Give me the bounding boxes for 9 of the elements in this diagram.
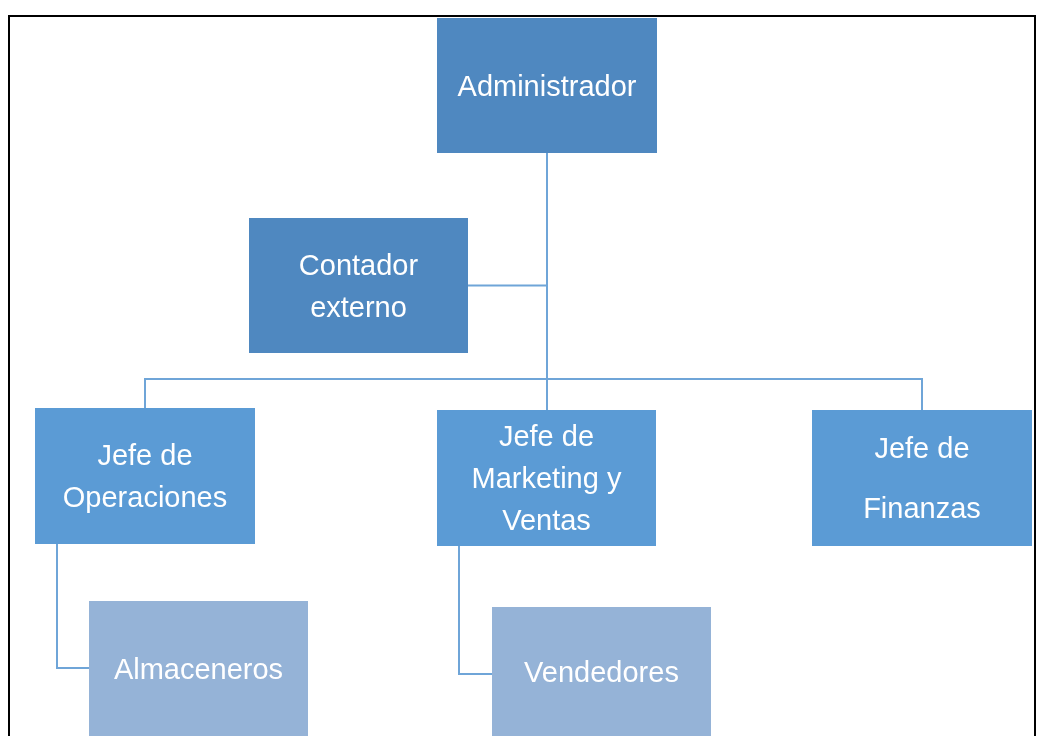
connector-line bbox=[56, 543, 90, 669]
org-box: Vendedores bbox=[492, 607, 711, 736]
org-box: Administrador bbox=[437, 18, 657, 153]
connector-line bbox=[458, 545, 493, 675]
org-box: Almaceneros bbox=[89, 601, 308, 736]
org-box: Jefe de Marketing y Ventas bbox=[437, 410, 656, 546]
org-box: Jefe de Operaciones bbox=[35, 408, 255, 544]
org-box: Contador externo bbox=[249, 218, 468, 353]
org-box: Jefe de Finanzas bbox=[812, 410, 1032, 546]
